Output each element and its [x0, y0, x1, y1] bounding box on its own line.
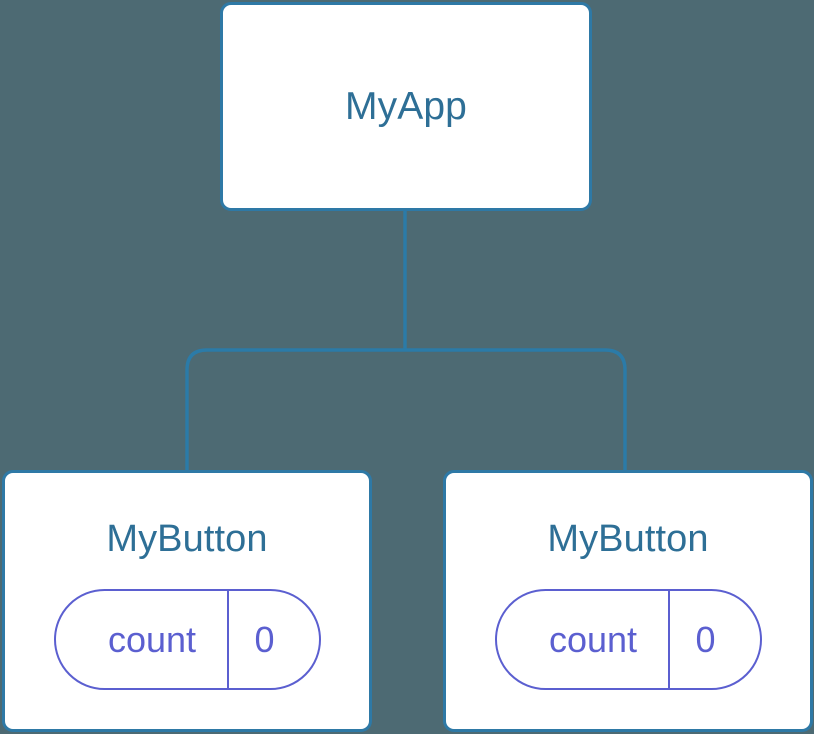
- connector-to-left-child: [185, 348, 405, 472]
- state-value[interactable]: 0: [695, 618, 716, 660]
- node-title: MyApp: [345, 85, 467, 128]
- state-key: count: [56, 591, 229, 688]
- node-mybutton-right[interactable]: MyButton count 0: [443, 470, 813, 732]
- connector-to-right-child: [405, 348, 627, 472]
- state-value[interactable]: 0: [254, 618, 275, 660]
- state-pill-count[interactable]: count 0: [494, 589, 762, 690]
- node-mybutton-left[interactable]: MyButton count 0: [2, 470, 372, 732]
- node-title: MyButton: [547, 518, 709, 560]
- state-key: count: [497, 591, 670, 688]
- state-pill-count[interactable]: count 0: [53, 589, 321, 690]
- node-title: MyButton: [106, 518, 268, 560]
- node-myapp[interactable]: MyApp: [220, 2, 592, 211]
